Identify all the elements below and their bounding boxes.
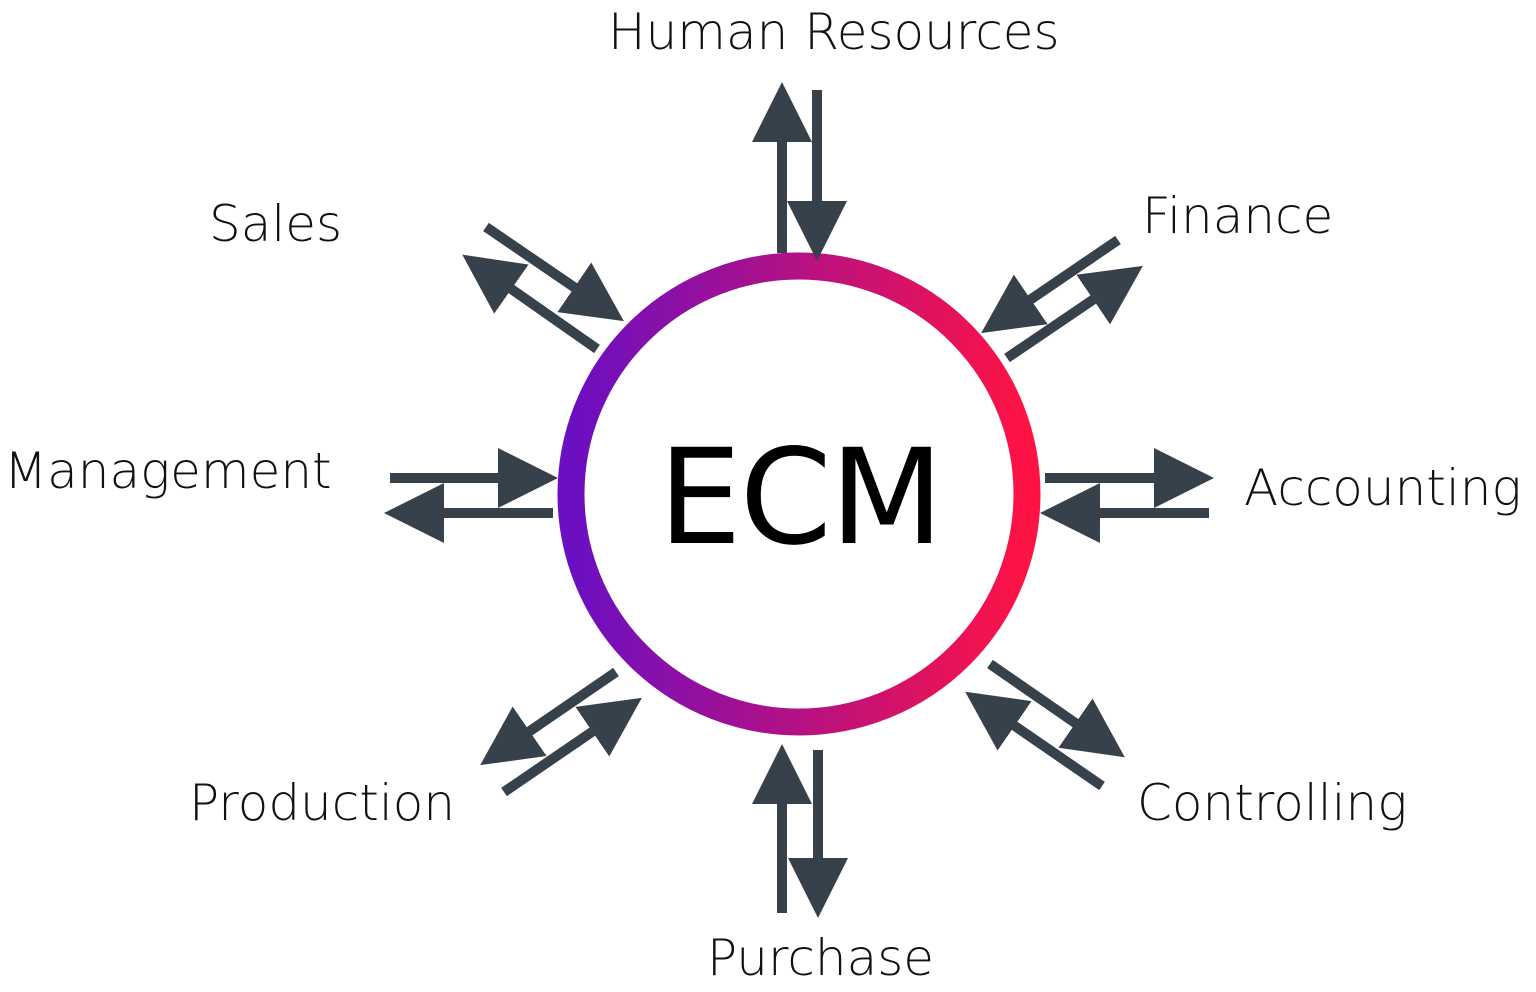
arrows-production bbox=[480, 667, 642, 797]
arrow-in-production bbox=[501, 697, 642, 797]
arrow-in-controlling bbox=[965, 691, 1105, 791]
node-label-controlling: Controlling bbox=[1137, 774, 1408, 832]
node-label-accounting: Accounting bbox=[1244, 459, 1522, 517]
arrows-accounting bbox=[1039, 448, 1215, 543]
arrows-finance bbox=[981, 235, 1143, 363]
arrow-out-production bbox=[480, 667, 619, 766]
ecm-ring bbox=[557, 252, 1041, 736]
arrows-management bbox=[383, 448, 559, 543]
node-label-sales: Sales bbox=[209, 195, 343, 253]
arrow-in-finance bbox=[981, 235, 1121, 334]
arrow-out-controlling bbox=[987, 659, 1125, 758]
node-label-human-resources: Human Resources bbox=[608, 3, 1060, 61]
arrows-sales bbox=[462, 222, 624, 354]
arrows-purchase bbox=[752, 743, 848, 919]
arrows-controlling bbox=[965, 659, 1125, 791]
node-label-purchase: Purchase bbox=[707, 929, 935, 987]
arrows-human-resources bbox=[752, 81, 847, 262]
arrow-out-sales bbox=[462, 254, 600, 354]
node-label-production: Production bbox=[189, 774, 456, 832]
node-label-finance: Finance bbox=[1142, 187, 1334, 245]
node-label-management: Management bbox=[4, 442, 332, 500]
arrow-in-sales bbox=[483, 222, 624, 322]
arrow-out-finance bbox=[1004, 265, 1143, 363]
center-label-ecm: ECM bbox=[658, 421, 943, 575]
